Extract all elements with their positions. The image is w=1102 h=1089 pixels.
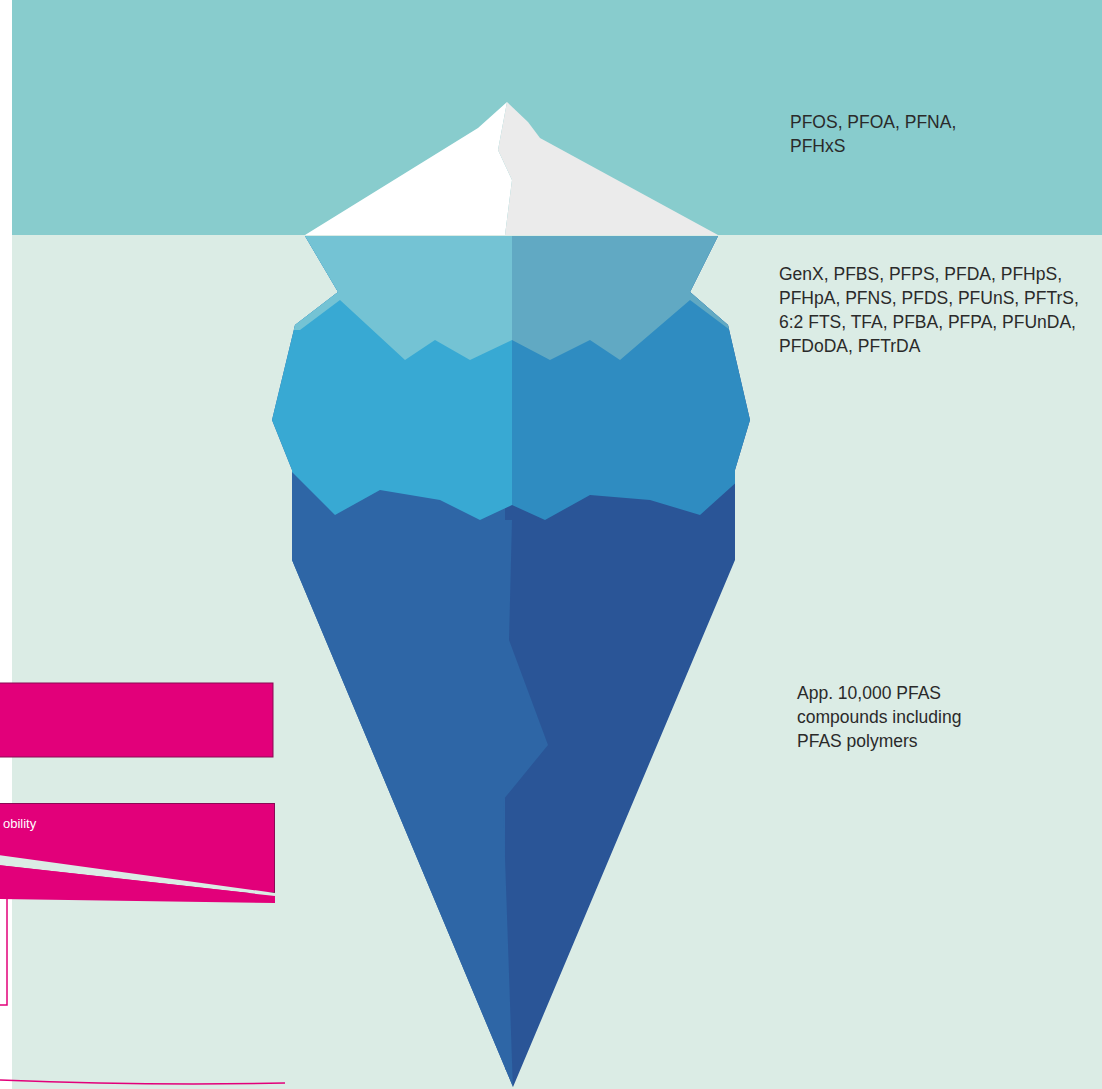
magenta-box-edge bbox=[0, 897, 7, 1005]
tier-label: App. 10,000 PFAS compounds including PFA… bbox=[797, 681, 997, 753]
wedge-fill bbox=[0, 865, 275, 903]
iceberg-body bbox=[250, 230, 770, 1089]
top-left bbox=[260, 236, 512, 360]
iceberg-tip-shade bbox=[498, 102, 718, 235]
box-text: obility bbox=[3, 816, 36, 831]
magenta-line bbox=[0, 1080, 285, 1084]
magenta-box bbox=[0, 683, 273, 757]
deep-shadow-facet bbox=[300, 640, 513, 1089]
wedge-shape bbox=[0, 803, 275, 905]
deep-left-facet bbox=[260, 520, 548, 1089]
tier-label: PFOS, PFOA, PFNA, PFHxS bbox=[790, 110, 990, 158]
top-right bbox=[512, 236, 770, 360]
iceberg-tip-light bbox=[305, 102, 512, 235]
tier-label: GenX, PFBS, PFPS, PFDA, PFHpS, PFHpA, PF… bbox=[779, 262, 1097, 358]
magenta-box: obility bbox=[0, 803, 275, 893]
sky-band bbox=[12, 0, 1102, 235]
mid-left bbox=[260, 236, 512, 520]
mid-right bbox=[512, 236, 770, 520]
